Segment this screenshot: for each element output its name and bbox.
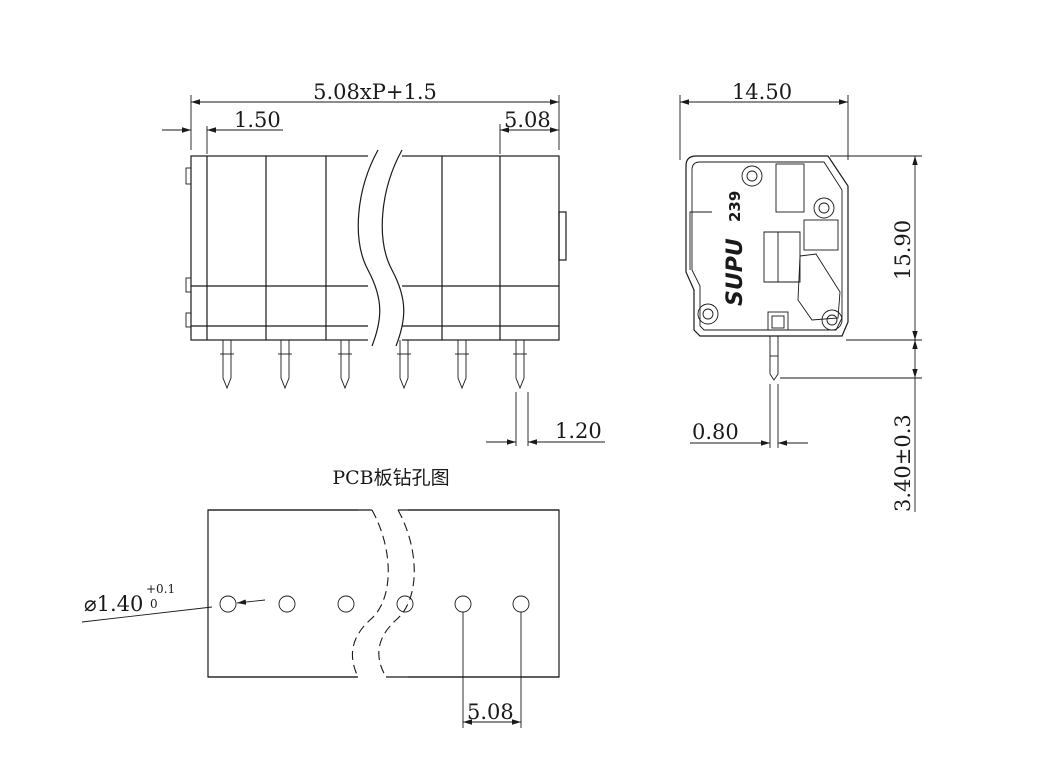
overall-width-dimension: 5.08xP+1.5 xyxy=(313,80,437,104)
pcb-layout: PCB板钻孔图 ⌀1.40 +0.1 0 5.08 xyxy=(81,467,560,728)
hole-diameter-dimension: ⌀1.40 xyxy=(84,592,143,616)
front-pins xyxy=(220,340,527,390)
pin-length-dimension: 3.40±0.3 xyxy=(891,414,915,512)
brand-logo: SUPU xyxy=(723,238,748,306)
depth-dimension: 14.50 xyxy=(732,80,792,104)
model-number: 239 xyxy=(726,191,744,222)
edge-offset-dimension: 1.50 xyxy=(234,108,281,132)
hole-tolerance-upper: +0.1 xyxy=(146,582,175,596)
hole-pitch-dimension: 5.08 xyxy=(467,700,514,724)
height-dimension: 15.90 xyxy=(891,220,915,280)
pcb-layout-title: PCB板钻孔图 xyxy=(332,467,449,489)
pin-thickness-dimension: 0.80 xyxy=(692,420,739,444)
hole-tolerance-lower: 0 xyxy=(150,597,158,611)
pcb-holes xyxy=(219,595,530,613)
side-view: SUPU 239 14.50 15.90 3.40±0.3 0.80 xyxy=(679,80,922,512)
pitch-dimension: 5.08 xyxy=(504,108,551,132)
pin-width-dimension: 1.20 xyxy=(555,419,602,443)
front-view: 5.08xP+1.5 1.50 5.08 1.20 xyxy=(162,80,605,446)
